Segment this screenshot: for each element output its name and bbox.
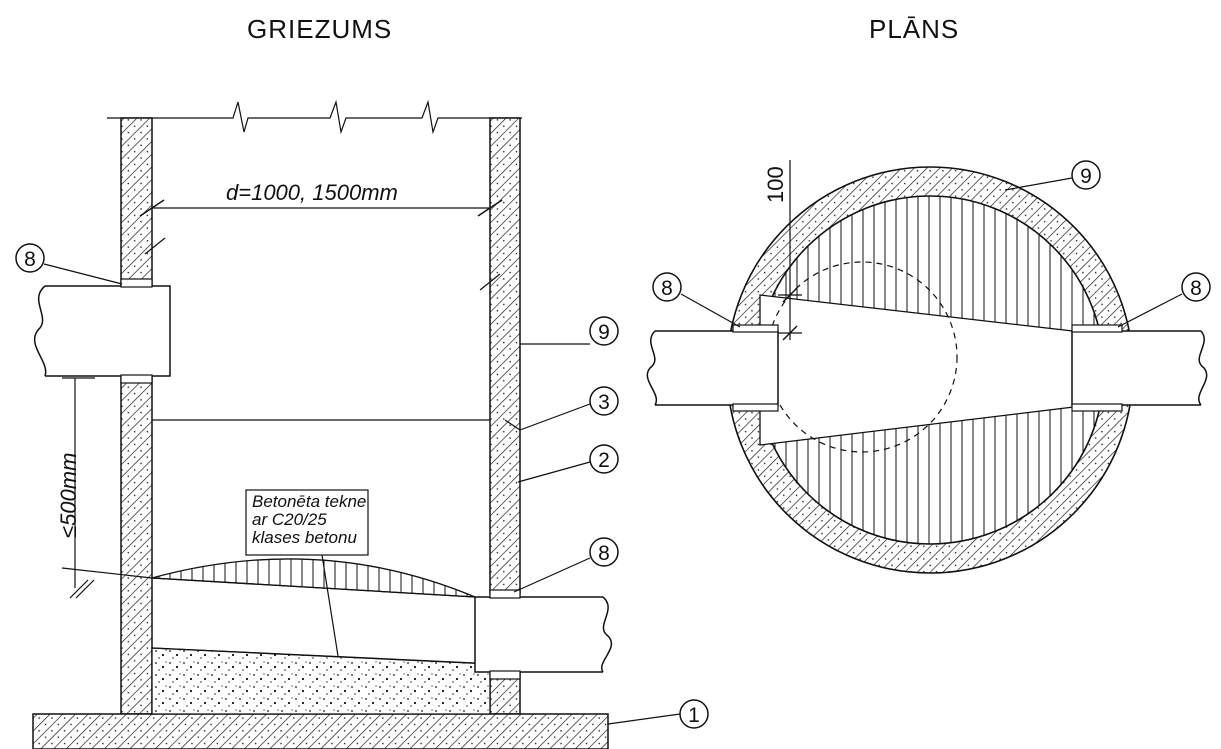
callout-8-section-right	[589, 537, 619, 567]
note-line-3: klases betonu	[252, 528, 357, 547]
depth-label: ≤500mm	[56, 453, 81, 538]
note-line-2: ar C20/25	[252, 510, 327, 529]
right-wall-upper	[489, 117, 521, 595]
callout-3	[589, 386, 619, 416]
callout-9-section	[589, 316, 619, 346]
seal-left-top	[120, 278, 153, 288]
svg-text:9: 9	[598, 321, 610, 344]
plan-dimension-label: 100	[763, 166, 788, 203]
section-title: GRIEZUMS	[247, 14, 393, 44]
diameter-label: d=1000, 1500mm	[226, 180, 398, 205]
seal-right-top	[489, 589, 521, 599]
plan-pipe-right	[1071, 330, 1201, 406]
callout-8-plan-left	[652, 272, 682, 302]
svg-text:1: 1	[688, 704, 700, 727]
left-wall-upper	[120, 117, 153, 287]
outlet-pipe-right	[474, 596, 603, 673]
concrete-fill	[151, 647, 491, 715]
callout-8-plan-right	[1181, 272, 1211, 302]
foundation-slab	[32, 713, 609, 749]
plan-pipe-left	[655, 330, 779, 406]
callout-2	[589, 444, 619, 474]
callout-9-plan	[1071, 160, 1101, 190]
svg-text:2: 2	[598, 449, 610, 472]
inlet-pipe-left	[45, 285, 171, 377]
svg-text:8: 8	[598, 542, 610, 565]
plan-title: PLĀNS	[869, 14, 960, 44]
note-box	[245, 489, 369, 556]
note-line-1: Betonēta tekne	[252, 492, 366, 511]
svg-text:8: 8	[24, 248, 36, 271]
seal-left-bottom	[120, 374, 153, 384]
note-leader	[321, 554, 339, 657]
top-break-line	[107, 99, 522, 135]
svg-text:9: 9	[1080, 165, 1092, 188]
section-view: d=1000, 1500mm ≤500mm Betonēta tekne ar …	[15, 99, 709, 749]
channel-top-hatch	[151, 558, 476, 598]
callout-8-left	[15, 243, 45, 273]
plan-view: 100 9 8 8	[646, 160, 1211, 574]
seal-right-bottom	[489, 670, 521, 680]
svg-text:3: 3	[598, 391, 610, 414]
svg-text:8: 8	[1190, 277, 1202, 300]
svg-text:8: 8	[661, 277, 673, 300]
left-wall-lower	[120, 375, 153, 715]
